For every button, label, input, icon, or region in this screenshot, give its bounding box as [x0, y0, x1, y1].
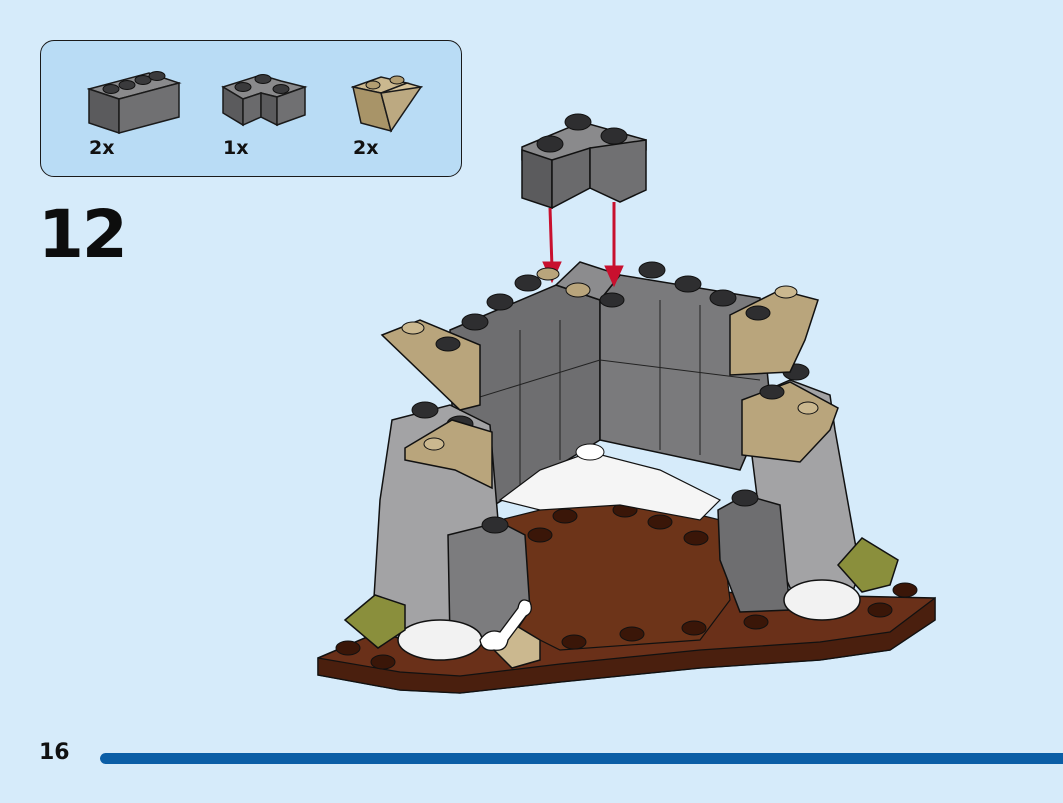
dark-grey-corner-brick-icon	[221, 74, 308, 127]
red-arrows	[542, 202, 624, 288]
part-item-brick-1x4: 2x	[87, 41, 197, 178]
white-round-plates	[397, 579, 861, 661]
step-number: 12	[38, 196, 128, 273]
tan-stud	[536, 267, 560, 281]
right-pillar	[717, 285, 861, 613]
bone-accessory	[479, 599, 541, 669]
model-illustration	[317, 113, 936, 694]
part-quantity: 2x	[89, 137, 115, 159]
parts-list-box: 2x 1x 2x	[40, 40, 462, 177]
page-number: 16	[39, 740, 70, 765]
white-arch	[498, 443, 722, 521]
part-item-corner-brick: 1x	[221, 41, 331, 178]
dark-grey-brick-icon	[87, 71, 182, 135]
olive-slopes	[343, 537, 899, 649]
left-tan-slope	[380, 319, 481, 411]
progress-bar	[100, 753, 1063, 764]
part-quantity: 2x	[353, 137, 379, 159]
corner-brick-floating	[521, 113, 647, 210]
left-pillar	[371, 401, 531, 641]
tan-slope-brick-icon	[351, 75, 424, 133]
progress-bar-fill	[100, 753, 1063, 764]
part-quantity: 1x	[223, 137, 249, 159]
tan-stud	[565, 282, 591, 298]
part-item-tan-slope: 2x	[351, 41, 461, 178]
